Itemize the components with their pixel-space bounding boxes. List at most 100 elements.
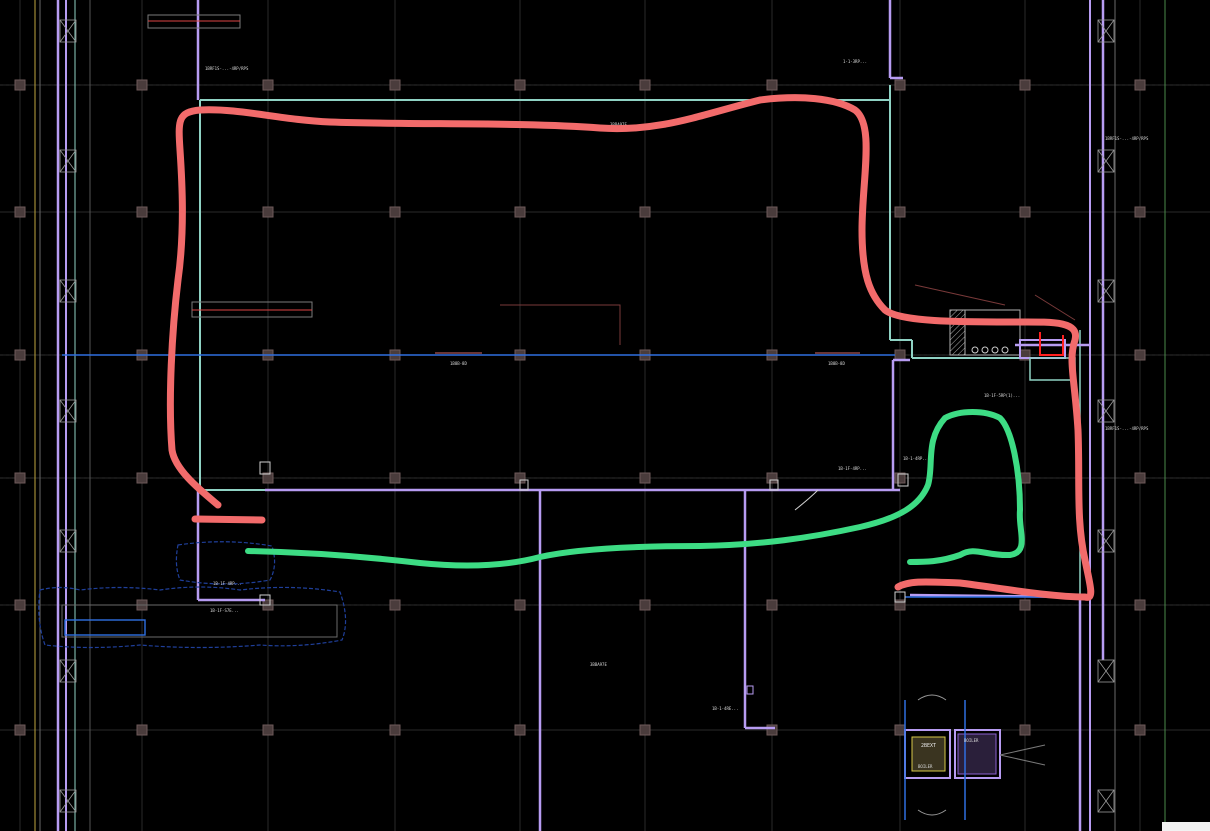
structural-column <box>1134 349 1146 361</box>
stair-cross <box>59 789 77 813</box>
red-markup-stub <box>191 515 266 524</box>
structural-column <box>14 724 26 736</box>
svg-text:1-1-3RP...: 1-1-3RP... <box>843 59 867 64</box>
structural-column <box>766 599 778 611</box>
structural-column <box>1134 599 1146 611</box>
duct-fittings-markers <box>259 461 909 695</box>
structural-column <box>1134 724 1146 736</box>
stair-cross <box>59 149 77 173</box>
svg-text:2BEXT: 2BEXT <box>921 743 936 749</box>
edge-stair-symbols <box>59 19 1115 813</box>
structural-column <box>136 724 148 736</box>
annotation-tags: 3BBA97E 3BBA97E 1B8B-8D 1B8B-8D 1-1-3RP.… <box>205 59 1149 711</box>
structural-column <box>14 599 26 611</box>
equipment-room <box>904 694 1046 820</box>
stair-symbol <box>1097 149 1115 173</box>
stair-cross <box>1097 399 1115 423</box>
structural-column <box>14 79 26 91</box>
svg-text:1B-1F-5RP(1)...: 1B-1F-5RP(1)... <box>984 393 1020 398</box>
structural-column <box>766 79 778 91</box>
stair-symbol <box>59 149 77 173</box>
structural-column <box>894 724 906 736</box>
stair-symbol <box>59 399 77 423</box>
structural-column <box>136 79 148 91</box>
structural-column <box>262 79 274 91</box>
structural-column <box>1134 206 1146 218</box>
red-markup-loop <box>166 94 1095 601</box>
structural-column <box>639 724 651 736</box>
stair-symbol <box>1097 19 1115 43</box>
svg-text:1B8B-8D: 1B8B-8D <box>828 361 845 366</box>
structural-column <box>514 724 526 736</box>
equipment-labels: 2BEXT BOILER BOILER <box>918 738 979 769</box>
svg-text:1BRF1S-...-4RP/RPS: 1BRF1S-...-4RP/RPS <box>1105 426 1149 431</box>
green-markup-route <box>245 409 1025 569</box>
svg-text:1B8B-8D: 1B8B-8D <box>450 361 467 366</box>
svg-text:BOILER: BOILER <box>918 764 933 769</box>
structural-column <box>1019 724 1031 736</box>
stair-symbol <box>1097 399 1115 423</box>
structural-column <box>894 349 906 361</box>
svg-text:1B-1-4RE...: 1B-1-4RE... <box>712 706 739 711</box>
structural-column <box>14 349 26 361</box>
structural-column <box>894 472 906 484</box>
highlighted-fitting <box>1039 332 1064 356</box>
stair-cross <box>1097 529 1115 553</box>
structural-column <box>1134 472 1146 484</box>
structural-column <box>136 206 148 218</box>
structural-column <box>639 472 651 484</box>
svg-text:1BRF1S-...-4RP/RPS: 1BRF1S-...-4RP/RPS <box>205 66 249 71</box>
room-partitions <box>147 14 1076 345</box>
structural-column <box>262 206 274 218</box>
stair-cross <box>1097 789 1115 813</box>
stair-cross <box>59 399 77 423</box>
structural-column <box>262 472 274 484</box>
structural-column <box>766 206 778 218</box>
stair-cross <box>1097 19 1115 43</box>
structural-column <box>639 599 651 611</box>
supply-duct-loop <box>199 0 1020 491</box>
stair-cross <box>59 279 77 303</box>
stair-symbol <box>1097 659 1115 683</box>
svg-text:3BBA97E: 3BBA97E <box>590 662 607 667</box>
stair-symbol <box>59 789 77 813</box>
stair-cross <box>59 659 77 683</box>
svg-text:BOILER: BOILER <box>964 738 979 743</box>
structural-column <box>14 472 26 484</box>
structural-column <box>389 79 401 91</box>
stair-cross <box>59 19 77 43</box>
structural-column <box>639 206 651 218</box>
svg-text:3BBA97E: 3BBA97E <box>610 122 627 127</box>
stair-symbol <box>59 659 77 683</box>
stair-symbol <box>1097 529 1115 553</box>
stair-symbol <box>59 279 77 303</box>
structural-column <box>1019 79 1031 91</box>
stair-cross <box>1097 659 1115 683</box>
svg-text:1B-1F-4RP...: 1B-1F-4RP... <box>213 581 242 586</box>
structural-column <box>514 206 526 218</box>
structural-column <box>514 79 526 91</box>
svg-text:1B-1F-4RP...: 1B-1F-4RP... <box>838 466 867 471</box>
left-building-edge <box>34 0 91 831</box>
structural-column <box>1134 79 1146 91</box>
structural-column <box>136 472 148 484</box>
stair-cross <box>59 529 77 553</box>
structural-column <box>894 599 906 611</box>
structural-column <box>1019 599 1031 611</box>
stair-symbol <box>1097 789 1115 813</box>
mechanical-room-cloud <box>38 541 347 649</box>
stair-cross <box>1097 149 1115 173</box>
structural-column <box>1019 206 1031 218</box>
structural-column <box>389 472 401 484</box>
structural-column <box>14 206 26 218</box>
structural-column <box>894 206 906 218</box>
svg-text:1B-1-4RP...: 1B-1-4RP... <box>903 456 930 461</box>
structural-column <box>262 724 274 736</box>
svg-text:1BRF1S-...-4RP/RPS: 1BRF1S-...-4RP/RPS <box>1105 136 1149 141</box>
status-bar-fragment <box>1162 822 1210 831</box>
structural-column <box>894 79 906 91</box>
right-building-edge <box>1079 0 1166 831</box>
structural-column <box>389 599 401 611</box>
structural-column <box>514 599 526 611</box>
